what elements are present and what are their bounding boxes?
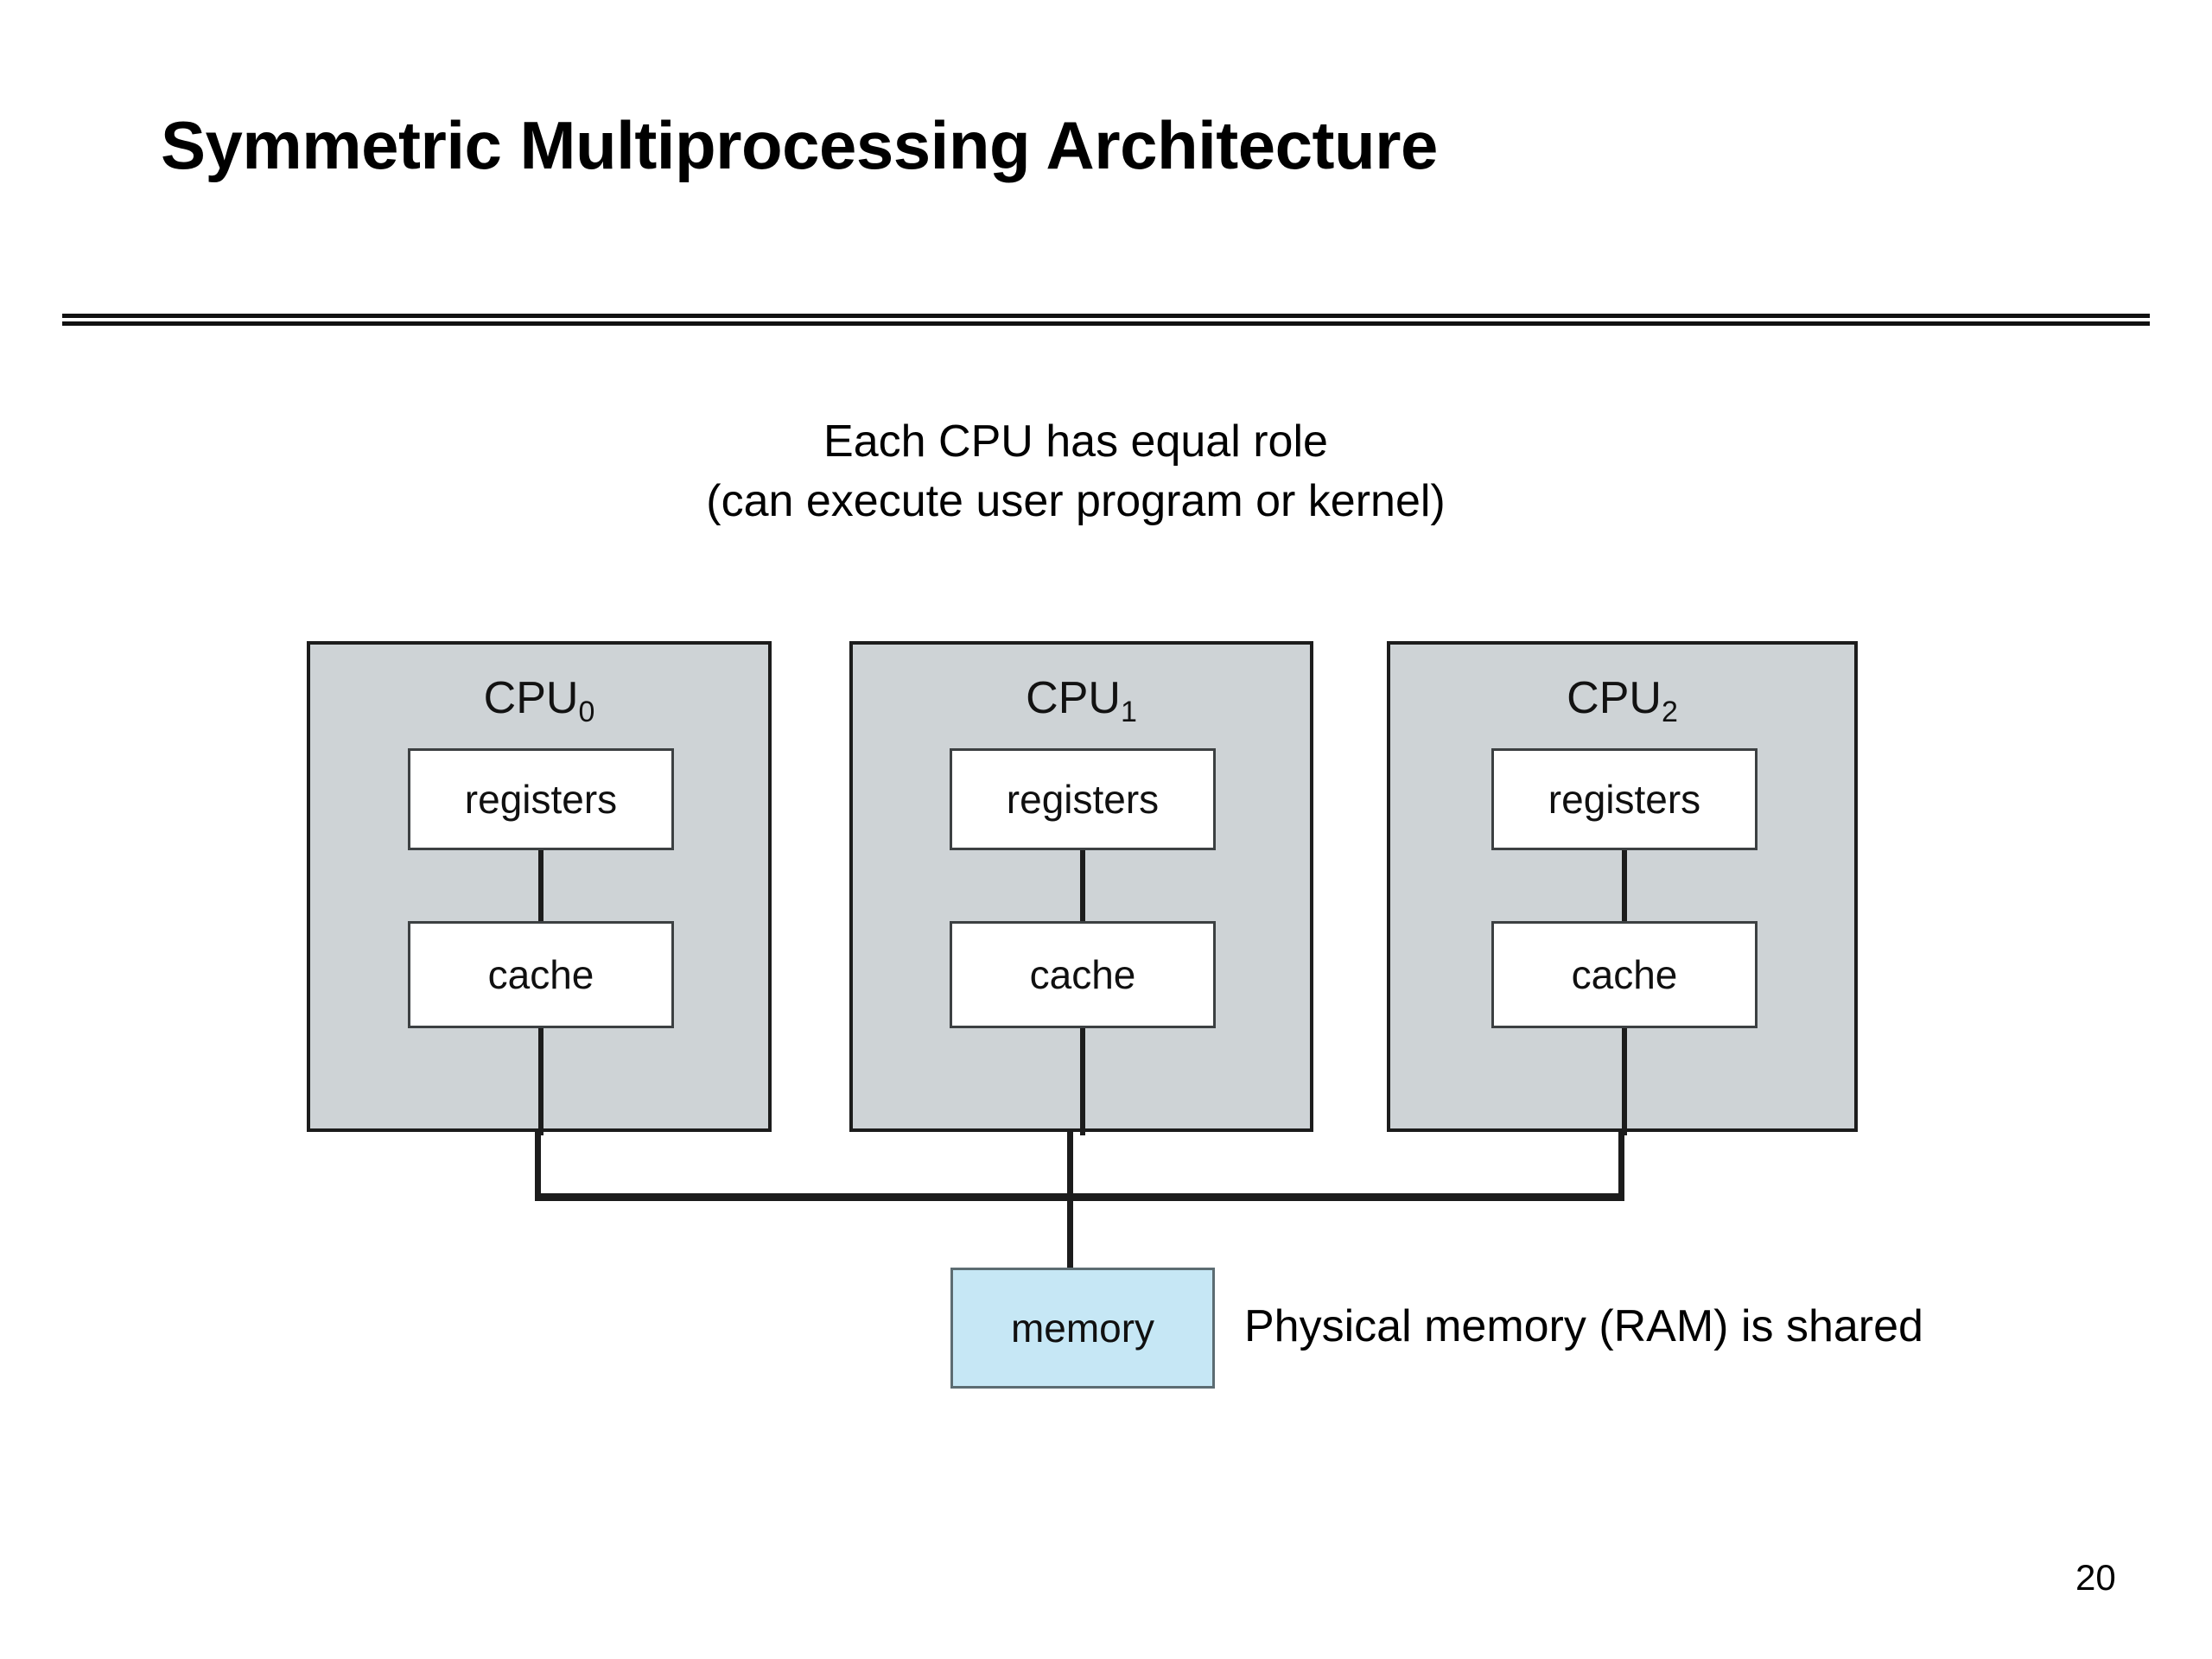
- system-bus-bar: [535, 1193, 1624, 1201]
- cache-bus-line-0: [538, 1028, 543, 1135]
- cpu-label-text-2: CPU: [1567, 673, 1662, 723]
- registers-box-1: registers: [950, 748, 1216, 850]
- cache-bus-line-2: [1622, 1028, 1627, 1135]
- cache-bus-line-1: [1080, 1028, 1085, 1135]
- memory-box: memory: [950, 1268, 1215, 1389]
- registers-cache-connector-0: [538, 850, 543, 923]
- cpu-label-subscript-1: 1: [1120, 696, 1137, 728]
- subtitle-line-1: Each CPU has equal role: [823, 416, 1328, 467]
- divider-rule-bottom: [62, 321, 2150, 326]
- cache-box-0: cache: [408, 921, 674, 1028]
- cpu-label-text-0: CPU: [483, 673, 579, 723]
- cpu-block-2: CPU2 registers cache: [1387, 641, 1858, 1135]
- cpu-label-text-1: CPU: [1026, 673, 1121, 723]
- cpu-label-0: CPU0: [310, 672, 768, 728]
- cache-box-1: cache: [950, 921, 1216, 1028]
- registers-box-0: registers: [408, 748, 674, 850]
- subtitle-line-2: (can execute user program or kernel): [706, 475, 1446, 526]
- page-title: Symmetric Multiprocessing Architecture: [161, 107, 1438, 183]
- cpu-label-subscript-2: 2: [1661, 696, 1678, 728]
- cpu-block-1: CPU1 registers cache: [849, 641, 1313, 1135]
- registers-cache-connector-1: [1080, 850, 1085, 923]
- cpu-block-0: CPU0 registers cache: [307, 641, 772, 1135]
- bus-memory-link-line: [1067, 1193, 1073, 1271]
- cpu-label-1: CPU1: [853, 672, 1310, 728]
- bus-drop-line-0: [535, 1128, 541, 1201]
- registers-cache-connector-2: [1622, 850, 1627, 923]
- subtitle-block: Each CPU has equal role (can execute use…: [0, 412, 2152, 531]
- title-divider: [62, 314, 2150, 326]
- page-number: 20: [2075, 1557, 2116, 1598]
- divider-rule-top: [62, 314, 2150, 318]
- registers-box-2: registers: [1491, 748, 1758, 850]
- bus-drop-line-1: [1067, 1128, 1073, 1201]
- cpu-label-subscript-0: 0: [578, 696, 595, 728]
- bus-drop-line-2: [1618, 1128, 1624, 1201]
- shared-memory-note: Physical memory (RAM) is shared: [1244, 1301, 1923, 1351]
- cache-box-2: cache: [1491, 921, 1758, 1028]
- cpu-label-2: CPU2: [1390, 672, 1854, 728]
